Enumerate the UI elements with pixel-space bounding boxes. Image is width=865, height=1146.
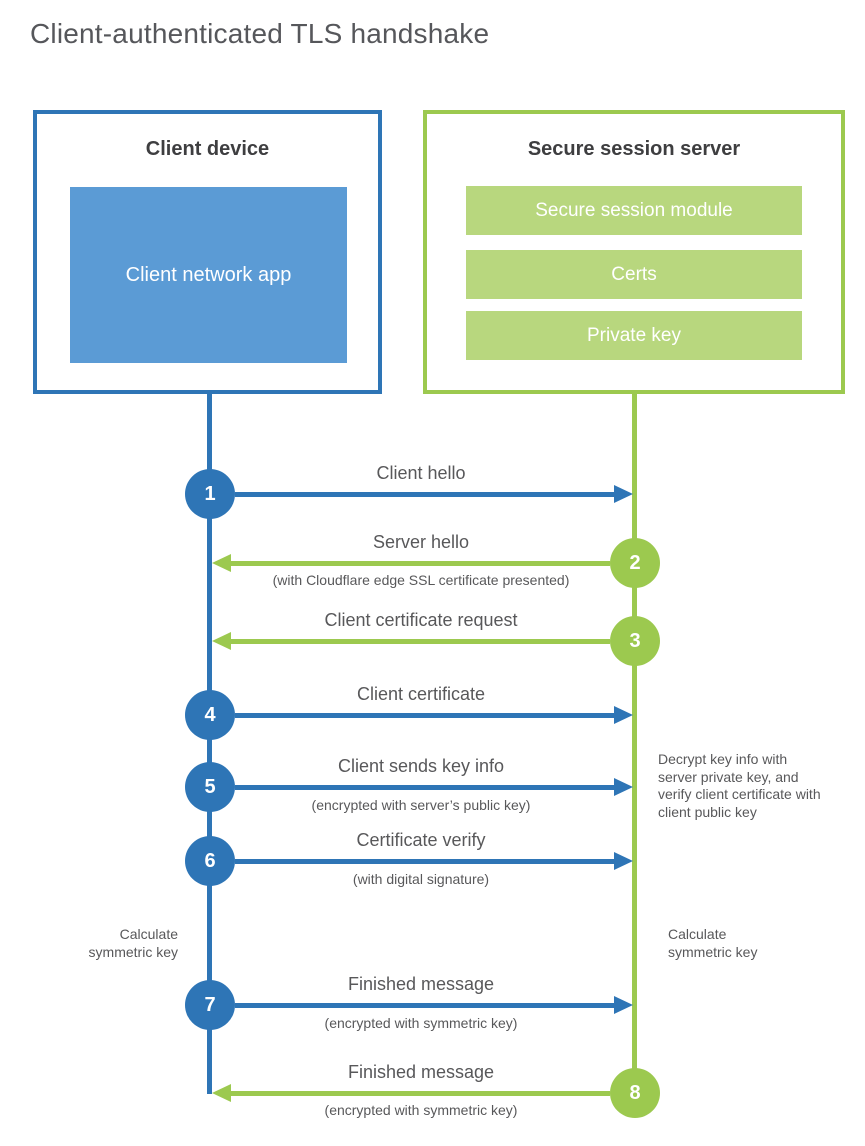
- page-title: Client-authenticated TLS handshake: [30, 18, 490, 49]
- step-6-sublabel: (with digital signature): [352, 871, 490, 887]
- calculate-symmetric-key-client: Calculate symmetric key: [88, 926, 178, 960]
- calculate-symmetric-key-server: Calculate symmetric key: [668, 926, 758, 960]
- step-8-arrow-line: [231, 1091, 610, 1096]
- step-5-arrow-line: [235, 785, 614, 790]
- client-device-title: Client device: [145, 138, 270, 160]
- decrypt-note: Decrypt key info with server private key…: [658, 751, 821, 820]
- client-lifeline: [207, 392, 212, 1094]
- step-7-arrow-line: [235, 1003, 614, 1008]
- server-lifeline: [632, 392, 637, 1094]
- step-1-arrow-line: [235, 492, 614, 497]
- arrowhead-right-icon: [614, 852, 633, 870]
- step-1-badge: 1: [185, 469, 235, 519]
- step-6-badge: 6: [185, 836, 235, 886]
- client-network-app-box: Client network app: [70, 187, 347, 363]
- step-5-badge: 5: [185, 762, 235, 812]
- step-7-sublabel: (encrypted with symmetric key): [324, 1015, 518, 1031]
- arrowhead-right-icon: [614, 996, 633, 1014]
- client-network-app-label: Client network app: [125, 263, 292, 286]
- step-1-label: Client hello: [376, 463, 466, 483]
- step-3-label: Client certificate request: [324, 610, 518, 630]
- step-3-arrow-line: [231, 639, 610, 644]
- arrowhead-right-icon: [614, 706, 633, 724]
- step-3-badge: 3: [610, 616, 660, 666]
- step-4-badge: 4: [185, 690, 235, 740]
- arrowhead-left-icon: [212, 1084, 231, 1102]
- arrowhead-right-icon: [614, 778, 633, 796]
- secure-session-server-title: Secure session server: [527, 138, 741, 160]
- step-6-arrow-line: [235, 859, 614, 864]
- step-2-label: Server hello: [372, 532, 470, 552]
- step-8-badge: 8: [610, 1068, 660, 1118]
- step-2-sublabel: (with Cloudflare edge SSL certificate pr…: [272, 572, 570, 588]
- arrowhead-left-icon: [212, 632, 231, 650]
- arrowhead-right-icon: [614, 485, 633, 503]
- step-8-label: Finished message: [347, 1062, 495, 1082]
- step-7-label: Finished message: [347, 974, 495, 994]
- server-module-bar: Secure session module: [466, 186, 802, 235]
- step-5-label: Client sends key info: [337, 756, 505, 776]
- step-4-label: Client certificate: [356, 684, 486, 704]
- server-certs-bar: Certs: [466, 250, 802, 299]
- step-2-arrow-line: [231, 561, 610, 566]
- step-7-badge: 7: [185, 980, 235, 1030]
- step-2-badge: 2: [610, 538, 660, 588]
- arrowhead-left-icon: [212, 554, 231, 572]
- step-6-label: Certificate verify: [356, 830, 486, 850]
- step-4-arrow-line: [235, 713, 614, 718]
- step-5-sublabel: (encrypted with server’s public key): [311, 797, 531, 813]
- server-private-key-bar: Private key: [466, 311, 802, 360]
- step-8-sublabel: (encrypted with symmetric key): [324, 1102, 518, 1118]
